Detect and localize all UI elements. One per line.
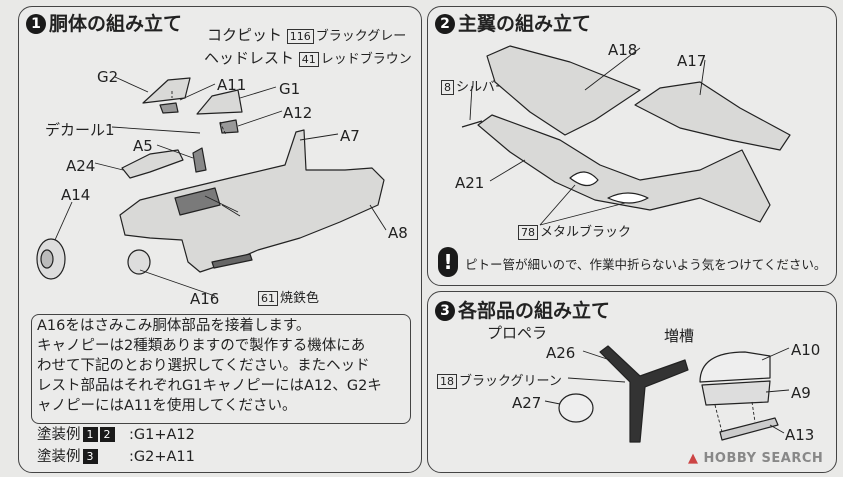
cockpit-paint-color: ブラックグレー	[315, 29, 407, 44]
watermark-text: HOBBY SEARCH	[703, 451, 824, 466]
part-a12: A12	[283, 104, 313, 122]
canopy-g1-drawing	[196, 89, 243, 115]
headrest-paint-color: レッドブラウン	[320, 52, 412, 67]
part-a9: A9	[791, 384, 811, 402]
spinner-a27-drawing	[558, 393, 594, 423]
scheme-number-2: 2	[99, 427, 115, 442]
part-a10: A10	[791, 341, 821, 359]
exhaust-paint-color: 焼鉄色	[280, 291, 320, 306]
prop-paint-color: ブラックグリーン	[459, 374, 562, 389]
tank-mount-a13-drawing	[719, 417, 779, 441]
headrest-a12-drawing	[219, 119, 239, 134]
part-a18: A18	[608, 41, 638, 59]
watermark-icon: ▲	[688, 451, 699, 466]
step1-number: 1	[26, 14, 46, 34]
part-a5-drawing	[192, 147, 207, 173]
metal-paint-code: 78	[518, 225, 538, 240]
tank-a10-drawing	[699, 351, 771, 383]
part-a14: A14	[61, 186, 91, 204]
canopy-g2-drawing	[142, 77, 191, 104]
scheme1-value: :G1+A12	[129, 427, 195, 443]
part-a24-drawing	[121, 149, 184, 179]
wing-a18-drawing	[486, 45, 641, 136]
decal-label: デカール1	[45, 121, 115, 139]
note-line: ャノピーにはA11を使用してください。	[37, 398, 297, 414]
part-a21: A21	[455, 174, 485, 192]
watermark: ▲ HOBBY SEARCH	[688, 451, 823, 466]
step1-note: A16をはさみこみ胴体部品を接着します。 キャノピーは2種類ありますので製作する…	[37, 316, 382, 416]
cockpit-area-drawing	[174, 187, 221, 216]
part-a24: A24	[66, 157, 96, 175]
silver-paint-color: シルバー	[456, 80, 509, 95]
headrest-a11-drawing	[159, 102, 179, 114]
wing-a21-drawing	[477, 114, 771, 223]
step3-number: 3	[435, 301, 455, 321]
part-a5: A5	[133, 137, 153, 155]
note-line: わせて下記のとおり選択してください。またヘッド	[37, 358, 370, 374]
part-g2: G2	[97, 68, 119, 86]
exclamation-icon: !	[438, 247, 458, 277]
part-a26: A26	[546, 344, 576, 362]
scheme-label: 塗装例	[37, 449, 81, 465]
tailwheel-a16-drawing	[127, 249, 151, 275]
part-g1: G1	[279, 80, 301, 98]
propeller-label: プロペラ	[487, 324, 548, 342]
cockpit-paint-code: 116	[286, 29, 314, 44]
step1-note-box	[31, 314, 411, 424]
exhaust-drawing	[211, 253, 253, 269]
scheme-label: 塗装例	[37, 427, 81, 443]
note-line: キャノピーは2種類ありますので製作する機体にあ	[37, 338, 366, 354]
part-a17: A17	[677, 52, 707, 70]
part-a8: A8	[388, 224, 408, 242]
propeller-a26-drawing	[599, 345, 689, 443]
fuselage-drawing	[119, 129, 385, 273]
headrest-paint-code: 41	[298, 52, 319, 67]
silver-paint-code: 8	[441, 80, 454, 95]
scheme-number-3: 3	[82, 449, 98, 464]
pitot-tube-drawing	[461, 120, 483, 128]
part-a11: A11	[217, 76, 247, 94]
note-line: レスト部品はそれぞれG1キャノピーにはA12、G2キ	[37, 378, 382, 394]
part-a13: A13	[785, 426, 815, 444]
wheel-hub-drawing	[40, 249, 54, 269]
exhaust-paint-code: 61	[258, 291, 278, 306]
step2-number: 2	[435, 14, 455, 34]
step1-title-text: 胴体の組み立て	[49, 13, 183, 35]
step2-title-text: 主翼の組み立て	[458, 13, 592, 35]
drop-tank-label: 増槽	[664, 327, 695, 345]
step3-title-text: 各部品の組み立て	[458, 300, 611, 322]
scheme-number-1: 1	[82, 427, 98, 442]
part-a27: A27	[512, 394, 542, 412]
part-a7: A7	[340, 127, 360, 145]
tank-a9-drawing	[701, 380, 771, 406]
headrest-label: ヘッドレスト	[204, 49, 295, 67]
scheme2-value: :G2+A11	[129, 449, 195, 465]
exhaust-outlet-left-drawing	[569, 171, 599, 187]
note-line: A16をはさみこみ胴体部品を接着します。	[37, 318, 311, 334]
wing-a17-drawing	[634, 81, 791, 151]
warning-text: ピトー管が細いので、作業中折らないよう気をつけてください。	[465, 257, 827, 272]
exhaust-outlet-right-drawing	[607, 192, 649, 204]
cockpit-label: コクピット	[207, 26, 283, 44]
metal-paint-color: メタルブラック	[540, 225, 632, 240]
prop-paint-code: 18	[437, 374, 457, 389]
